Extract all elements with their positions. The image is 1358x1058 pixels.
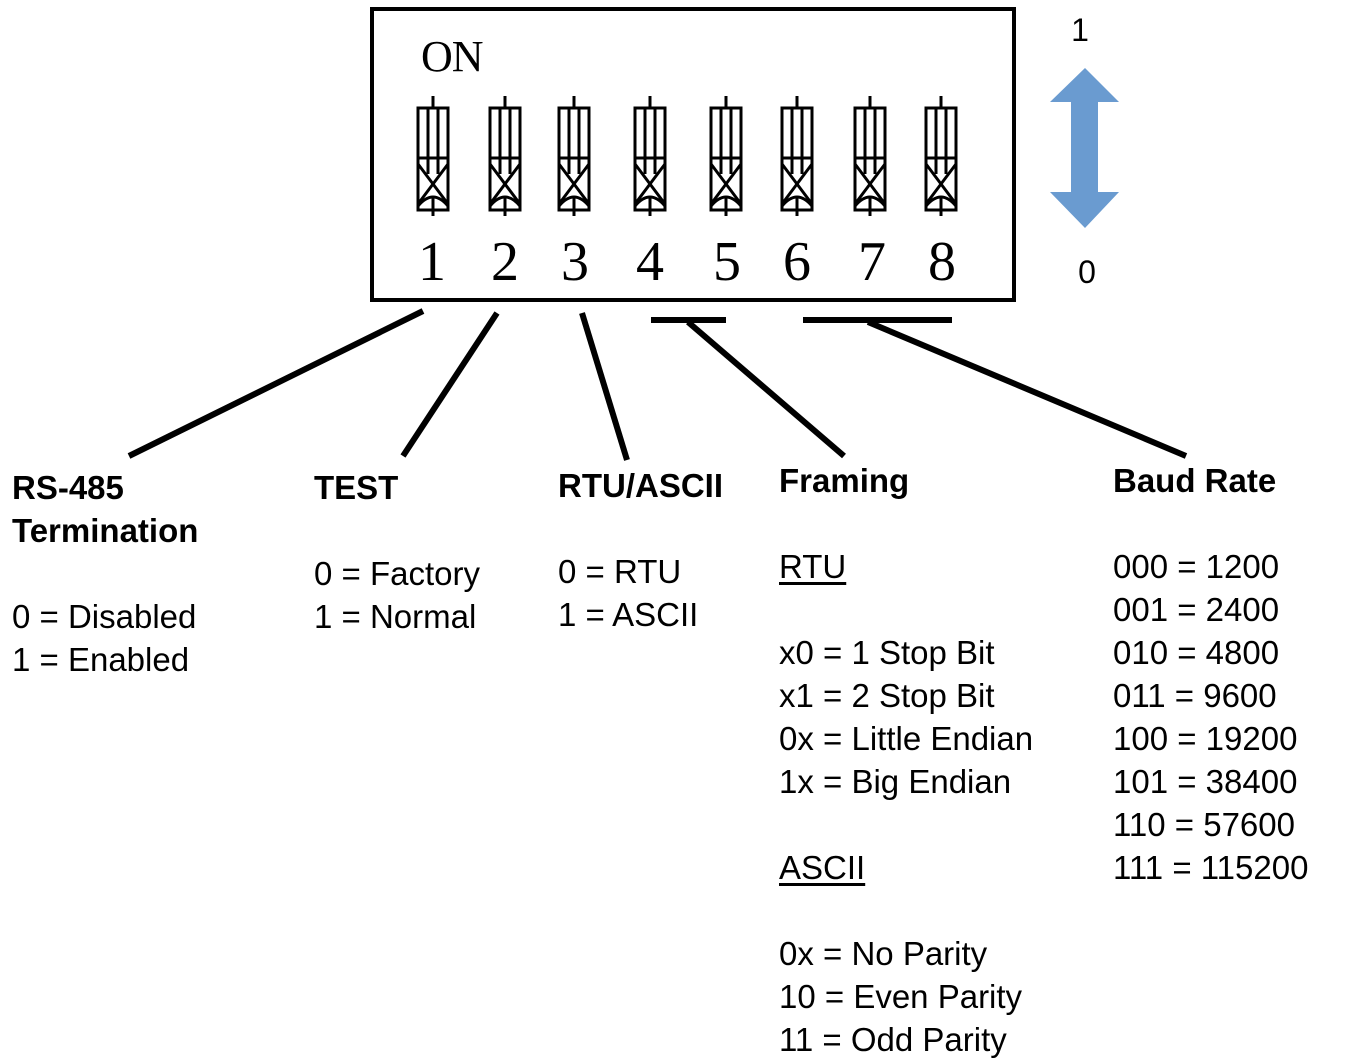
baud-rate-option: 110 = 57600 xyxy=(1113,806,1295,843)
dip-switch-8 xyxy=(924,96,958,216)
framing-rtu-option: 1x = Big Endian xyxy=(779,763,1012,800)
baud-rate-option: 111 = 115200 xyxy=(1113,849,1309,886)
switch-array xyxy=(416,96,958,216)
switch-number-1: 1 xyxy=(418,231,446,293)
test-section: TEST 0 = Factory 1 = Normal xyxy=(314,466,480,638)
dip-switch-1 xyxy=(416,96,450,216)
switch-diagonal xyxy=(780,163,814,205)
dip-switch-body xyxy=(370,7,1016,302)
test-option-factory: 0 = Factory xyxy=(314,555,480,592)
arrow-bottom-label: 0 xyxy=(1078,254,1096,290)
baud-rate-option: 001 = 2400 xyxy=(1113,591,1280,628)
framing-rtu-heading: RTU xyxy=(779,548,847,585)
leader-line-rs485 xyxy=(127,308,425,459)
baud-rate-option: 000 = 1200 xyxy=(1113,548,1280,585)
rs485-option-enabled: 1 = Enabled xyxy=(12,641,190,678)
test-option-normal: 1 = Normal xyxy=(314,598,477,635)
switch-number-2: 2 xyxy=(491,231,519,293)
leader-lines xyxy=(127,308,1188,461)
baud-rate-title: Baud Rate xyxy=(1113,462,1277,499)
spacer xyxy=(779,588,1033,631)
spacer xyxy=(779,803,1033,846)
framing-rtu-option: x1 = 2 Stop Bit xyxy=(779,677,995,714)
switch-diagonal xyxy=(416,163,450,205)
leader-line-test xyxy=(400,311,500,458)
leader-line-framing xyxy=(686,319,846,459)
framing-ascii-option: 0x = No Parity xyxy=(779,935,988,972)
dip-switch-7 xyxy=(853,96,887,216)
rs485-option-disabled: 0 = Disabled xyxy=(12,598,197,635)
dip-switch-5 xyxy=(709,96,743,216)
rtu-ascii-option-ascii: 1 = ASCII xyxy=(558,596,699,633)
switch-diagonal xyxy=(853,163,887,205)
switch-number-4: 4 xyxy=(636,231,664,293)
spacer xyxy=(779,502,1033,545)
rtu-ascii-section: RTU/ASCII 0 = RTU 1 = ASCII xyxy=(558,464,723,636)
switch-number-7: 7 xyxy=(858,231,886,293)
double-headed-vertical-arrow-icon xyxy=(1050,68,1119,228)
switch-diagonal xyxy=(557,163,591,205)
switch-number-6: 6 xyxy=(783,231,811,293)
leader-line-rtu-ascii xyxy=(579,312,630,461)
rs485-title-line1: RS-485 xyxy=(12,469,124,506)
spacer xyxy=(779,889,1033,932)
dip-switch-6 xyxy=(780,96,814,216)
switch-number-3: 3 xyxy=(561,231,589,293)
baud-rate-option: 011 = 9600 xyxy=(1113,677,1277,714)
on-label: ON xyxy=(421,32,483,81)
framing-rtu-option: 0x = Little Endian xyxy=(779,720,1034,757)
arrow-top-label: 1 xyxy=(1071,12,1089,48)
rs485-title-line2: Termination xyxy=(12,512,199,549)
switch-number-5: 5 xyxy=(713,231,741,293)
spacer xyxy=(558,507,723,550)
dip-switch-4 xyxy=(633,96,667,216)
baud-rate-option: 100 = 19200 xyxy=(1113,720,1298,757)
spacer xyxy=(12,552,198,595)
switch-number-8: 8 xyxy=(928,231,956,293)
rs485-termination-section: RS-485 Termination 0 = Disabled 1 = Enab… xyxy=(12,466,198,681)
spacer xyxy=(314,509,480,552)
rtu-ascii-option-rtu: 0 = RTU xyxy=(558,553,682,590)
leader-line-baud-rate xyxy=(866,319,1188,459)
framing-section: Framing RTU x0 = 1 Stop Bit x1 = 2 Stop … xyxy=(779,459,1033,1058)
framing-ascii-option: 11 = Odd Parity xyxy=(779,1021,1007,1058)
framing-title: Framing xyxy=(779,462,910,499)
dip-switch-3 xyxy=(557,96,591,216)
spacer xyxy=(1113,502,1308,545)
switch-diagonal xyxy=(633,163,667,205)
framing-rtu-option: x0 = 1 Stop Bit xyxy=(779,634,995,671)
switch-number-labels: 1 2 3 4 5 6 7 8 xyxy=(418,231,956,293)
rtu-ascii-title: RTU/ASCII xyxy=(558,467,723,504)
baud-rate-option: 010 = 4800 xyxy=(1113,634,1280,671)
switch-diagonal xyxy=(709,163,743,205)
framing-ascii-option: 10 = Even Parity xyxy=(779,978,1023,1015)
framing-ascii-heading: ASCII xyxy=(779,849,866,886)
switch-diagonal xyxy=(924,163,958,205)
switch-diagonal xyxy=(488,163,522,205)
baud-rate-option: 101 = 38400 xyxy=(1113,763,1298,800)
test-title: TEST xyxy=(314,469,399,506)
baud-rate-section: Baud Rate 000 = 1200 001 = 2400 010 = 48… xyxy=(1113,459,1308,889)
dip-switch-2 xyxy=(488,96,522,216)
